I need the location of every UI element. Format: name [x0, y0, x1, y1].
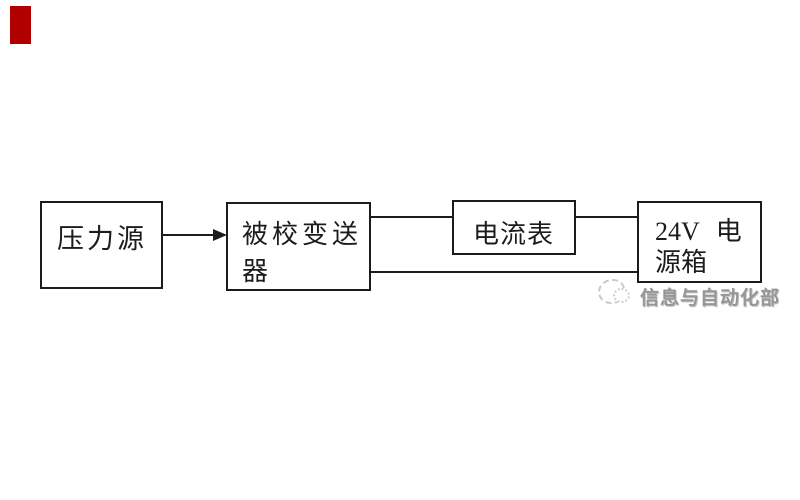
pressure-source-label: 压力源: [57, 224, 147, 254]
watermark-mascot-icon: [598, 277, 638, 309]
power-box-label-line1-suffix: 电: [715, 217, 742, 246]
transmitter-label-line2: 器: [242, 257, 273, 286]
edge-transmitter-to-ammeter: [371, 216, 452, 218]
node-calibrated-transmitter: 被校变送 器: [226, 202, 371, 291]
red-marker: [10, 6, 31, 44]
edge-transmitter-to-power-box: [371, 271, 637, 273]
edge-ammeter-to-power-box: [576, 216, 637, 218]
watermark-mascot-head: [613, 288, 630, 303]
node-power-supply-box: 24V 电 源箱: [637, 201, 762, 283]
arrow-head-icon: [213, 229, 227, 241]
transmitter-label-line1: 被校变送: [242, 220, 363, 249]
watermark-text: 信息与自动化部: [640, 288, 781, 309]
power-box-label-line2: 源箱: [655, 248, 708, 277]
edge-pressure-to-transmitter: [163, 234, 215, 236]
ammeter-label: 电流表: [473, 220, 555, 249]
power-box-label-line1: 24V 电: [655, 216, 760, 247]
node-ammeter: 电流表: [452, 200, 576, 255]
node-pressure-source: 压力源: [40, 201, 163, 289]
power-box-voltage-label: 24V: [655, 217, 700, 246]
